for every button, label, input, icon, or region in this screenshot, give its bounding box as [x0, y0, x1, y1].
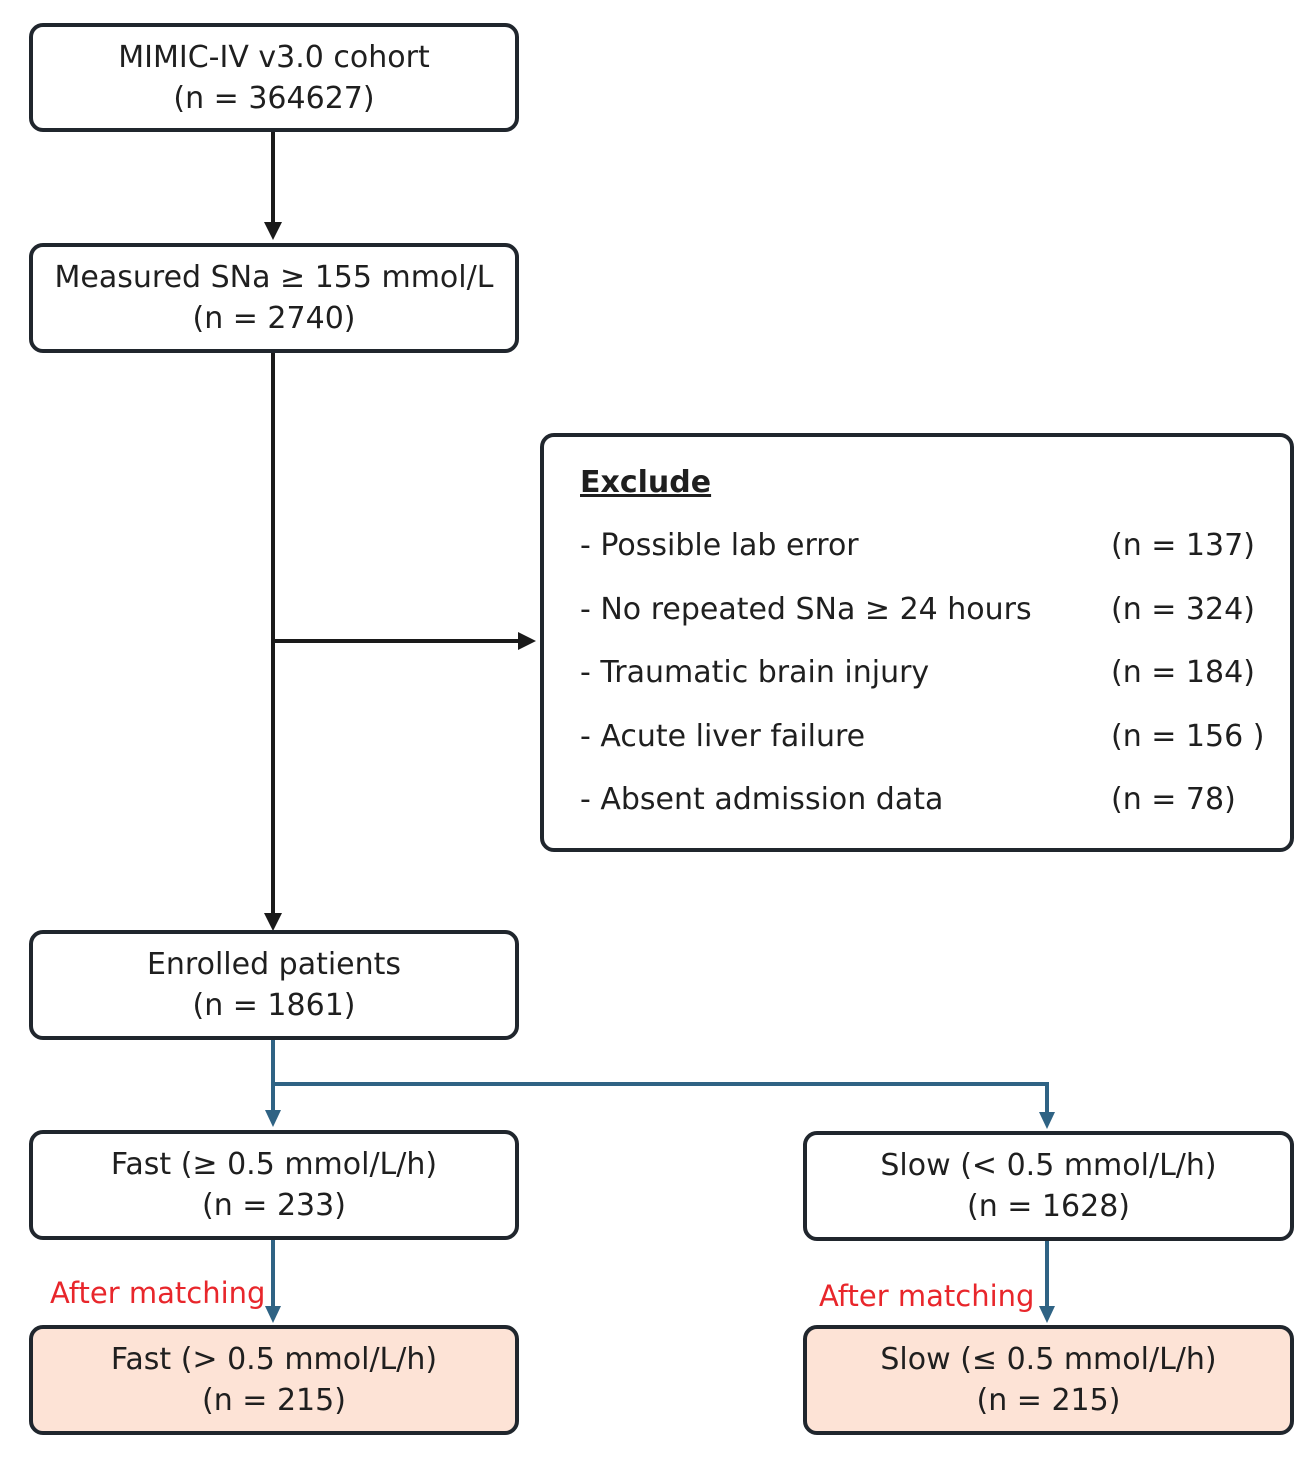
arrowhead-fast-to-matched: [265, 1306, 281, 1323]
node-cohort-count: (n = 364627): [173, 80, 375, 116]
node-slow-title: Slow (< 0.5 mmol/L/h): [880, 1148, 1217, 1183]
node-slow-count: (n = 1628): [967, 1189, 1130, 1224]
exclude-item-label: - No repeated SNa ≥ 24 hours: [580, 591, 1032, 627]
node-slow-matched: Slow (≤ 0.5 mmol/L/h) (n = 215): [803, 1325, 1294, 1435]
node-fast-matched-title: Fast (> 0.5 mmol/L/h): [110, 1342, 438, 1377]
exclude-title: Exclude: [580, 465, 712, 500]
node-slow-matched-count: (n = 215): [976, 1383, 1121, 1418]
node-fast-title: Fast (≥ 0.5 mmol/L/h): [110, 1147, 438, 1182]
exclude-item-label: - Traumatic brain injury: [580, 655, 930, 690]
node-measured-title: Measured SNa ≥ 155 mmol/L: [54, 260, 494, 295]
arrowhead-cohort-to-measured: [264, 222, 282, 240]
node-cohort-title: MIMIC-IV v3.0 cohort: [118, 39, 430, 75]
exclude-item-count: (n = 156 ): [1111, 718, 1265, 754]
after-matching-label-right: After matching: [819, 1279, 1035, 1313]
after-matching-label-left: After matching: [50, 1276, 266, 1310]
arrowhead-to-exclude: [518, 632, 536, 650]
node-enrolled: Enrolled patients (n = 1861): [29, 930, 519, 1040]
node-measured: Measured SNa ≥ 155 mmol/L (n = 2740): [29, 243, 519, 353]
exclude-item: - Traumatic brain injury (n = 184): [580, 653, 1260, 693]
node-slow-matched-title: Slow (≤ 0.5 mmol/L/h): [880, 1342, 1217, 1377]
node-enrolled-title: Enrolled patients: [146, 947, 402, 982]
arrowhead-to-slow: [1039, 1112, 1055, 1129]
exclude-item: - No repeated SNa ≥ 24 hours (n = 324): [580, 590, 1260, 630]
exclude-item: - Acute liver failure (n = 156 ): [580, 717, 1264, 757]
node-enrolled-count: (n = 1861): [192, 988, 356, 1023]
node-measured-count: (n = 2740): [192, 301, 356, 336]
node-fast-count: (n = 233): [202, 1188, 346, 1223]
exclude-item-count: (n = 184): [1111, 655, 1255, 690]
exclude-item-label: - Absent admission data: [580, 782, 944, 817]
exclude-item-label: - Possible lab error: [580, 528, 859, 563]
node-exclude: Exclude - Possible lab error (n = 137) -…: [540, 433, 1294, 852]
node-fast-matched: Fast (> 0.5 mmol/L/h) (n = 215): [29, 1325, 519, 1435]
node-slow: Slow (< 0.5 mmol/L/h) (n = 1628): [803, 1131, 1294, 1241]
arrowhead-to-fast: [265, 1110, 281, 1127]
exclude-item: - Absent admission data (n = 78): [580, 780, 1260, 820]
node-cohort: MIMIC-IV v3.0 cohort (n = 364627): [29, 23, 519, 132]
node-fast: Fast (≥ 0.5 mmol/L/h) (n = 233): [29, 1130, 519, 1240]
arrowhead-measured-to-enrolled: [264, 913, 282, 931]
exclude-item-count: (n = 137): [1111, 528, 1255, 563]
exclude-item-label: - Acute liver failure: [580, 718, 866, 754]
arrowhead-slow-to-matched: [1039, 1306, 1055, 1323]
node-fast-matched-count: (n = 215): [202, 1383, 346, 1418]
exclude-item-count: (n = 78): [1111, 782, 1236, 817]
exclude-item: - Possible lab error (n = 137): [580, 526, 1260, 566]
exclude-item-count: (n = 324): [1111, 591, 1255, 627]
